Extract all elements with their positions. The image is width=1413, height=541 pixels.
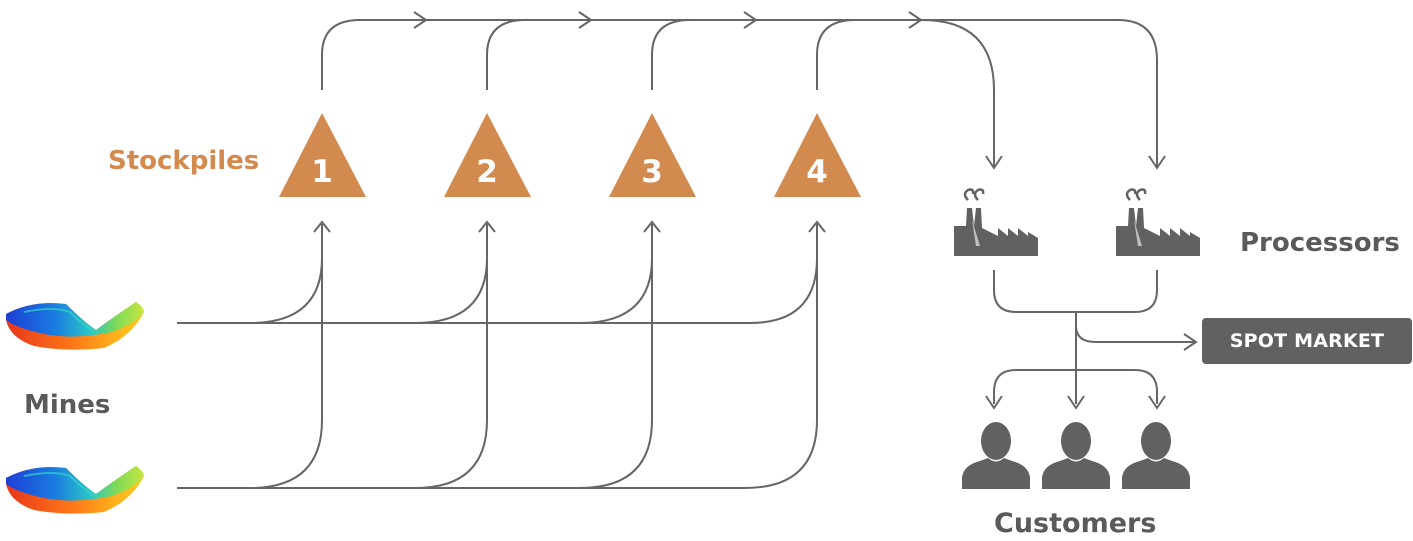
mine-2-pit-icon [5,465,145,515]
stockpile-3-number: 3 [641,154,663,190]
processor-2-factory-icon [1114,188,1202,258]
processor-1-factory-icon [952,188,1040,258]
top-arrowheads [413,11,1166,170]
to-processor-1 [921,19,995,166]
processor-output-arrowheads [985,333,1198,410]
mine-2-line [177,258,818,489]
stockpile-outflow-lines [321,19,1158,166]
customer-2-person-icon [1042,422,1110,489]
stockpiles-label: Stockpiles [108,146,260,176]
processors-label: Processors [1240,228,1400,258]
stockpile-1-triangle [279,113,366,197]
mine-arrowheads [313,220,826,233]
stockpile-4-triangle [774,113,861,197]
mine-1-line [177,224,818,324]
stockpile-2-outflow [486,19,526,90]
to-processor-2 [922,19,1158,166]
mines-label: Mines [24,390,111,420]
stockpile-3-outflow [651,19,691,90]
stockpile-4-outflow [816,19,856,90]
stockpile-4-number: 4 [806,154,828,190]
stockpile-2-triangle [444,113,531,197]
customers-label: Customers [994,508,1157,539]
spot-market-box: SPOT MARKET [1202,318,1412,364]
processor-output-lines [993,270,1194,404]
stockpile-1-outflow [321,19,922,90]
stockpile-3-triangle [609,113,696,197]
customer-3-person-icon [1122,422,1190,489]
stockpile-2-number: 2 [476,154,498,190]
stockpile-1-number: 1 [311,154,333,190]
stockpile-triangles [279,113,861,197]
mine-flow-lines [177,224,818,489]
mine-1-pit-icon [5,301,145,351]
customer-1-person-icon [962,422,1030,489]
